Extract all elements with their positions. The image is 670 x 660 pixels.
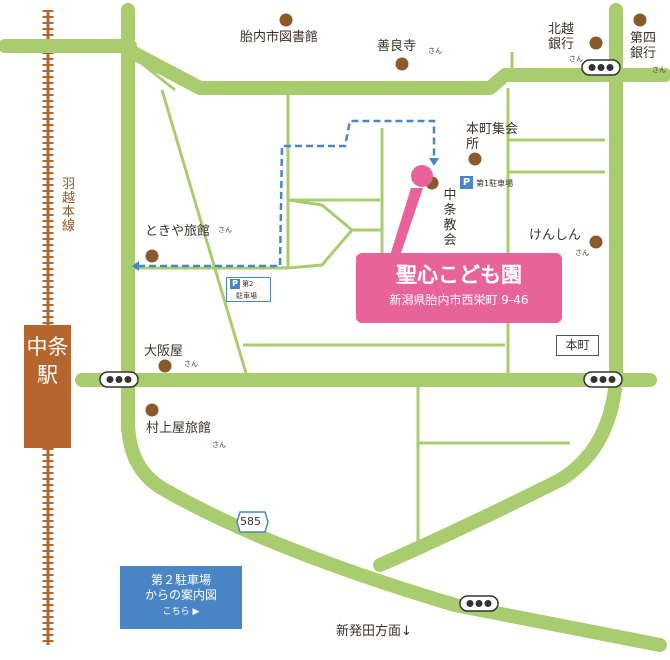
guide-line-3: こちら ▶ bbox=[162, 607, 200, 617]
parking-1-label: 第1駐車場 bbox=[476, 179, 514, 188]
destination-name: 聖心こども園 bbox=[396, 263, 522, 287]
traffic-light bbox=[99, 371, 139, 388]
honmachi-intersection-sign: 本町 bbox=[556, 335, 599, 356]
parking-2-label-2: 駐車場 bbox=[236, 292, 257, 300]
railway-line-label: 羽越本線 bbox=[62, 177, 76, 234]
murakamiya-label: 村上屋旅館 bbox=[146, 421, 212, 436]
zenryoji-label: 善良寺 bbox=[377, 39, 417, 54]
osakaya-dot bbox=[158, 359, 172, 373]
hokuetsu-bank-label: 北越銀行 bbox=[548, 22, 575, 52]
daishi-bank-label: 第四銀行 bbox=[630, 31, 657, 61]
tokiya-dot bbox=[145, 249, 159, 263]
guide-line-2: からの案内図 bbox=[144, 588, 217, 602]
nakajo-church-label: 中条教会 bbox=[443, 188, 457, 248]
traffic-light bbox=[583, 371, 623, 388]
tokiya-label: ときや旅館 bbox=[145, 224, 211, 239]
guide-line-1: 第２駐車場 bbox=[150, 573, 211, 587]
tokiya-san: さん bbox=[218, 226, 232, 234]
library-label: 胎内市図書館 bbox=[240, 30, 319, 45]
main-roads bbox=[0, 3, 670, 652]
murakamiya-dot bbox=[145, 403, 159, 417]
parking-2-guide-button[interactable]: 第２駐車場 からの案内図 こちら ▶ bbox=[120, 566, 242, 629]
osakaya-label: 大阪屋 bbox=[144, 344, 184, 359]
parking-2-label-1: 第2 bbox=[242, 280, 254, 288]
traffic-light bbox=[459, 595, 499, 612]
route-start-arrow bbox=[132, 261, 139, 271]
murakamiya-san: さん bbox=[212, 441, 226, 449]
destination-address: 新潟県胎内市西栄町 9-46 bbox=[389, 293, 529, 307]
kenshin-dot bbox=[589, 235, 603, 249]
library-dot bbox=[279, 13, 293, 27]
destination-pin bbox=[388, 165, 433, 262]
osakaya-san: さん bbox=[184, 360, 198, 368]
zenryoji-dot bbox=[395, 57, 409, 71]
route-from-parking-2 bbox=[138, 119, 436, 268]
nakajo-station: 中条駅 bbox=[24, 325, 71, 448]
kenshin-san: さん bbox=[575, 249, 589, 257]
parking-2-icon: P bbox=[230, 279, 240, 289]
honmachi-hall-dot bbox=[468, 152, 482, 166]
route-end-arrow bbox=[429, 158, 439, 166]
direction-label: 新発田方面↓ bbox=[336, 624, 412, 639]
daishi-bank-san: さん bbox=[652, 66, 666, 74]
route-585-label: 585 bbox=[240, 515, 261, 528]
daishi-bank-dot bbox=[633, 13, 647, 27]
parking-1-icon: P bbox=[460, 176, 473, 189]
poi-dots bbox=[145, 13, 647, 417]
traffic-light bbox=[581, 59, 621, 76]
hokuetsu-bank-san: さん bbox=[569, 55, 583, 63]
route-585-shield bbox=[236, 511, 269, 533]
parking-2-badge: P 第2 駐車場 bbox=[226, 277, 271, 302]
destination-sign: 聖心こども園 新潟県胎内市西栄町 9-46 bbox=[356, 253, 562, 323]
kenshin-label: けんしん bbox=[529, 228, 582, 243]
honmachi-hall-label: 本町集会所 bbox=[466, 122, 519, 152]
hokuetsu-bank-dot bbox=[589, 36, 603, 50]
zenryoji-san: さん bbox=[428, 47, 442, 55]
